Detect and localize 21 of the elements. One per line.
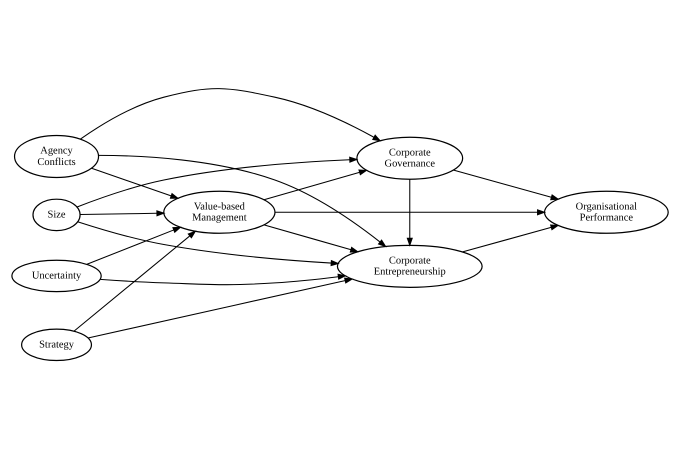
arrow	[264, 224, 360, 253]
arrow	[80, 88, 382, 142]
arrow	[80, 210, 166, 216]
node-ellipse: Strategy	[21, 328, 92, 362]
arrow	[78, 221, 340, 266]
arrow	[98, 154, 387, 248]
arrow	[100, 274, 347, 286]
arrow	[264, 169, 368, 200]
node-ellipse: Size	[32, 198, 81, 232]
arrow	[462, 224, 560, 252]
arrow	[86, 226, 182, 265]
node-ellipse: Organisational Performance	[544, 190, 669, 234]
arrow	[275, 209, 546, 216]
arrow	[91, 168, 180, 199]
arrow	[406, 179, 413, 247]
arrow	[74, 230, 196, 332]
arrow	[454, 170, 560, 200]
arrow	[88, 278, 354, 338]
node-ellipse: Agency Conflicts	[14, 134, 100, 178]
node-ellipse: Uncertainty	[11, 260, 102, 292]
arrow	[76, 156, 358, 208]
